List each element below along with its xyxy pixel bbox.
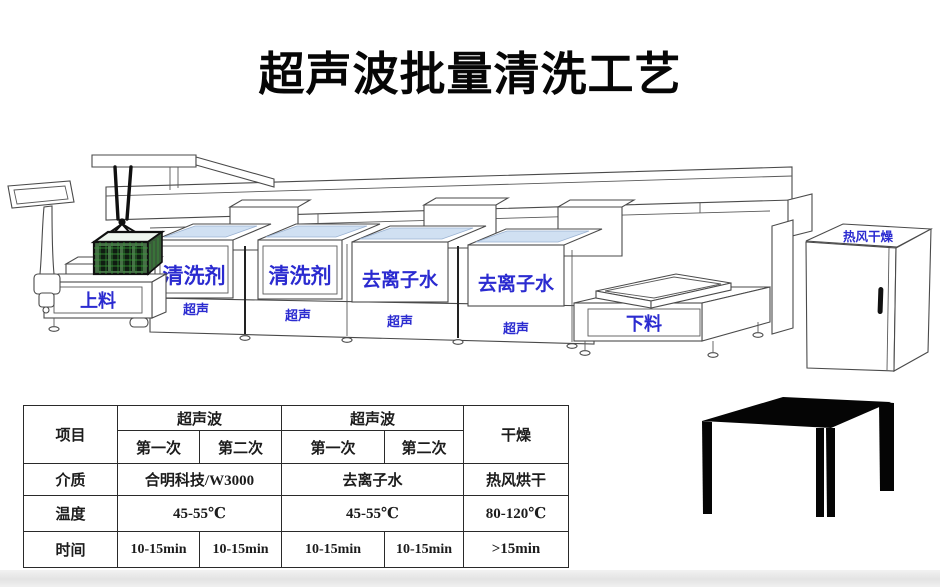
machine-end-column — [771, 219, 794, 335]
tank-1: 清洗剂 超声 — [154, 223, 272, 317]
tank-4-label: 去离子水 — [478, 272, 555, 295]
dryer-label: 热风干燥 — [843, 229, 894, 244]
row-name-time: 时间 — [23, 531, 118, 568]
crane-hoist — [91, 154, 275, 190]
header-pass-1: 第一次 — [117, 430, 200, 464]
temperature-ultrasonic-1: 45-55℃ — [117, 495, 282, 532]
tank-2-ultrasonic-label: 超声 — [285, 308, 311, 323]
medium-ultrasonic-1: 合明科技/W3000 — [117, 463, 282, 496]
table-row-time: 时间 10-15min 10-15min 10-15min 10-15min >… — [23, 531, 569, 568]
header-item: 项目 — [23, 405, 118, 464]
loading-label: 上料 — [80, 290, 116, 311]
control-monitor — [7, 180, 75, 314]
tank-1-label: 清洗剂 — [163, 264, 226, 288]
tank-1-ultrasonic-label: 超声 — [183, 302, 209, 317]
cabinet-handle — [877, 287, 884, 315]
tank-3: 去离子水 超声 — [351, 225, 487, 329]
tank-4: 去离子水 超声 — [467, 228, 603, 336]
footer-strip — [0, 570, 940, 587]
table-row-temperature: 温度 45-55℃ 45-55℃ 80-120℃ — [23, 495, 569, 532]
unloading-station: 下料 — [573, 273, 771, 358]
tank-3-label: 去离子水 — [362, 268, 439, 291]
furniture-table-silhouette — [702, 397, 894, 517]
table-row-medium: 介质 合明科技/W3000 去离子水 热风烘干 — [23, 463, 569, 496]
time-1: 10-15min — [117, 531, 200, 568]
temperature-dry: 80-120℃ — [463, 495, 569, 532]
page-title: 超声波批量清洗工艺 — [258, 48, 682, 100]
tank-3-ultrasonic-label: 超声 — [387, 314, 413, 329]
dryer-cabinet: 热风干燥 — [805, 223, 934, 372]
time-2: 10-15min — [199, 531, 282, 568]
time-3: 10-15min — [281, 531, 385, 568]
medium-dry: 热风烘干 — [463, 463, 569, 496]
temperature-ultrasonic-2: 45-55℃ — [281, 495, 464, 532]
lift-basket — [90, 165, 166, 276]
time-4: 10-15min — [384, 531, 464, 568]
machine-base — [149, 244, 595, 349]
time-dry: >15min — [463, 531, 569, 568]
row-name-temperature: 温度 — [23, 495, 118, 532]
tank-2-label: 清洗剂 — [269, 264, 332, 288]
header-pass-3: 第一次 — [281, 430, 385, 464]
header-pass-4: 第二次 — [384, 430, 464, 464]
tank-4-ultrasonic-label: 超声 — [503, 321, 529, 336]
header-pass-2: 第二次 — [199, 430, 282, 464]
process-table: 项目 超声波 超声波 干燥 第一次 第二次 第一次 第二次 介质 合明科技/W3… — [23, 405, 569, 568]
tank-2: 清洗剂 超声 — [257, 223, 381, 323]
header-dry: 干燥 — [463, 405, 569, 464]
unloading-label: 下料 — [626, 313, 662, 334]
medium-ultrasonic-2: 去离子水 — [281, 463, 464, 496]
pcb-boards — [99, 246, 143, 271]
row-name-medium: 介质 — [23, 463, 118, 496]
header-ultrasonic-2: 超声波 — [281, 405, 464, 431]
header-ultrasonic-1: 超声波 — [117, 405, 282, 431]
